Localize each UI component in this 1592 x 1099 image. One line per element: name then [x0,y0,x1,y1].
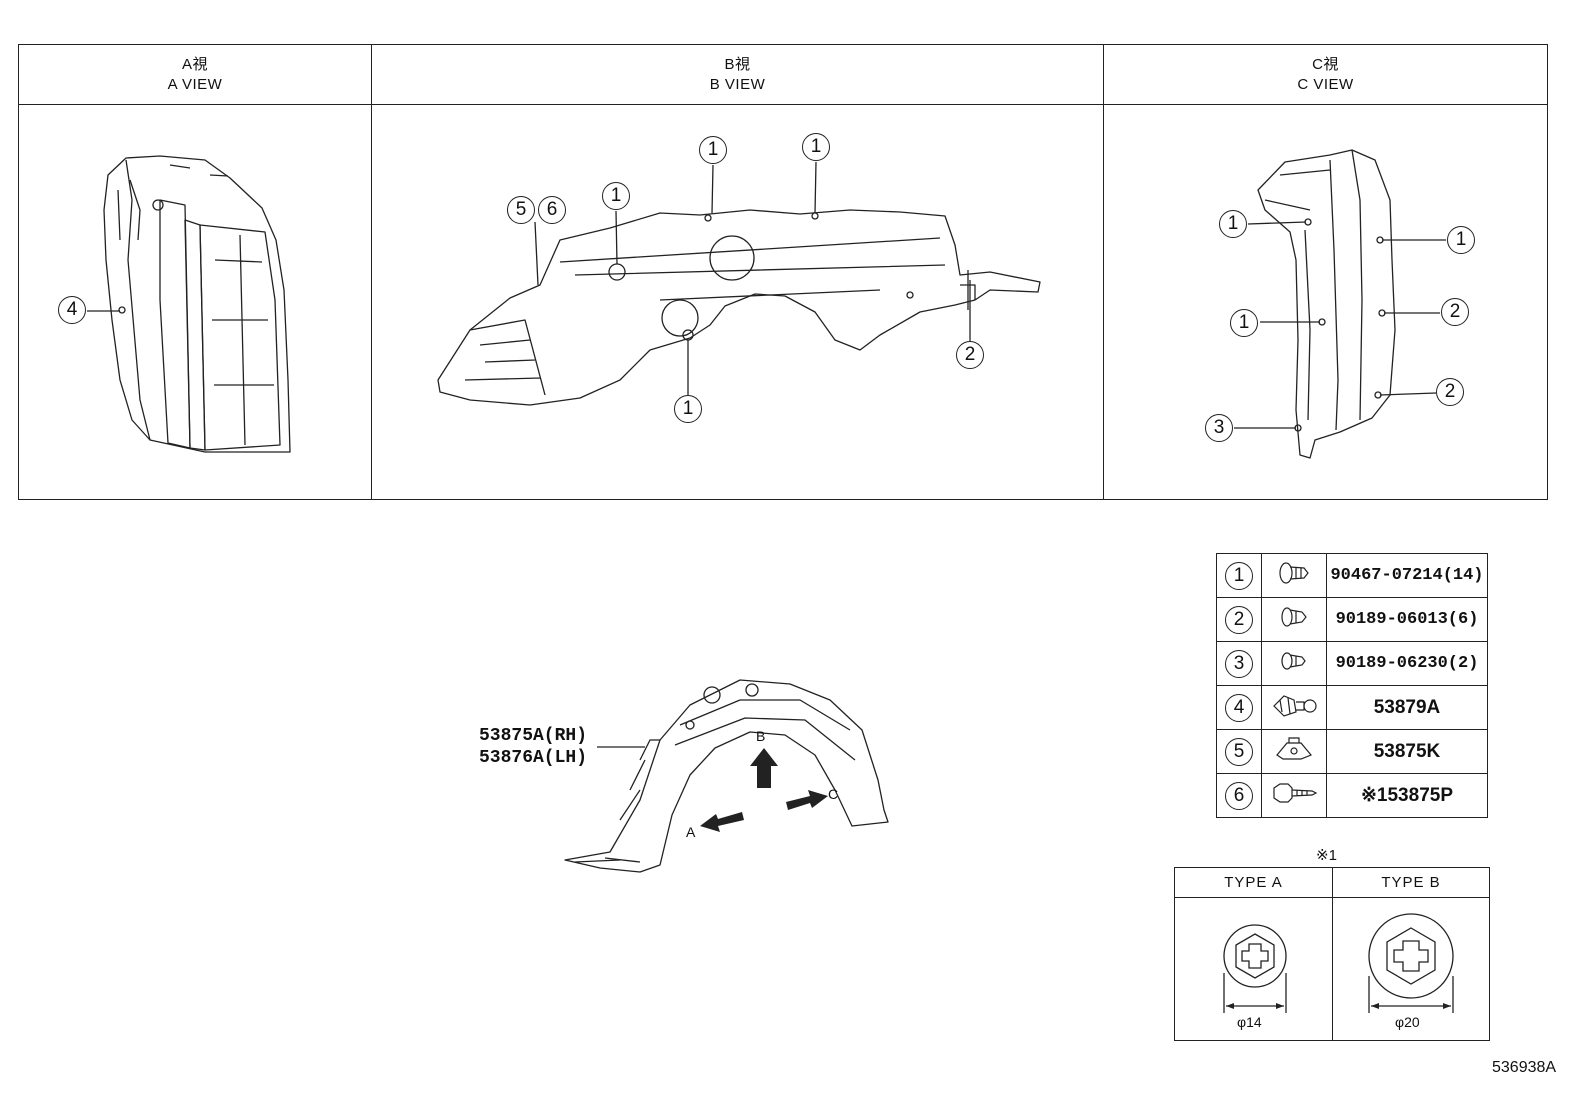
view-a-panel: A視 A VIEW [19,45,371,499]
legend-row: 6 ※153875P [1216,773,1488,818]
leader-lines [87,161,1446,748]
main-part-label: 53875A(RH) 53876A(LH) [479,725,587,769]
legend-row: 5 53875K [1216,729,1488,774]
legend-part-number: 90467-07214(14) [1326,553,1488,598]
callout-4-view-a: 4 [58,296,86,324]
arrow-c [786,790,828,810]
type-divider [1332,898,1333,1040]
fastener-legend-table: 1 90467-07214(14) 2 90189-06013(6) 3 901… [1216,553,1488,818]
legend-row: 3 90189-06230(2) [1216,641,1488,686]
legend-num: 5 [1225,737,1253,766]
callout-1-view-b-c: 1 [602,182,630,210]
callout-1-view-b-a: 1 [699,136,727,164]
screw-type-table: TYPE A TYPE B [1174,867,1490,1041]
view-a-header: A視 A VIEW [19,45,371,105]
legend-row: 1 90467-07214(14) [1216,553,1488,598]
legend-part-number: ※153875P [1326,773,1488,818]
view-b-title-jp: B視 [724,56,751,73]
figure-id: 536938A [1492,1059,1557,1076]
callout-1-view-c-c: 1 [1230,309,1258,337]
screw-type-drawing [1223,913,1454,1013]
legend-row: 4 53879A [1216,685,1488,730]
legend-part-number: 53879A [1326,685,1488,730]
view-c-liner-drawing [1257,149,1396,459]
arrow-a-label: A [686,824,696,840]
callout-6-view-b: 6 [538,196,566,224]
callout-2-view-b: 2 [956,341,984,369]
type-b-screw-head-icon [1368,913,1454,1013]
type-a-header: TYPE A [1175,868,1333,898]
type-b-header: TYPE B [1333,868,1489,898]
view-c-header: C視 C VIEW [1104,45,1547,105]
callout-1-view-b-b: 1 [802,133,830,161]
legend-num: 2 [1225,605,1253,634]
direction-arrows [700,748,828,832]
callout-3-view-c: 3 [1205,414,1233,442]
main-liner-drawing [564,679,889,873]
clip-icon [1281,652,1306,670]
nut-clip-icon [1276,737,1312,760]
push-rivet-icon [1279,562,1309,584]
callout-1-view-b-d: 1 [674,395,702,423]
legend-num: 4 [1225,693,1253,722]
callout-5-view-b: 5 [507,196,535,224]
view-a-title-jp: A視 [181,56,208,73]
view-c-panel: C視 C VIEW [1103,45,1547,499]
view-panels: A視 A VIEW B視 B VIEW C視 C VIEW [18,44,1548,500]
legend-num: 1 [1225,561,1253,590]
arrow-b-label: B [756,728,766,744]
arrow-c-label: C [828,786,839,802]
view-b-liner-drawing [437,209,1041,406]
retainer-screw-icon [1273,695,1317,717]
part-number-lh: 53876A(LH) [479,748,588,768]
view-a-liner-drawing [103,155,291,453]
legend-num: 3 [1225,649,1253,678]
callout-1-view-c-b: 1 [1447,226,1475,254]
type-a-screw-head-icon [1223,924,1287,1013]
legend-num: 6 [1225,781,1253,810]
legend-part-number: 90189-06013(6) [1326,597,1488,642]
view-c-title-jp: C視 [1312,56,1339,73]
view-b-title-en: B VIEW [709,76,766,93]
view-b-header: B視 B VIEW [372,45,1103,105]
view-b-panel: B視 B VIEW [371,45,1103,499]
type-a-diameter: φ14 [1237,1014,1262,1030]
callout-2-view-c-a: 2 [1441,298,1469,326]
screw-icon [1273,783,1318,803]
note-mark: ※1 [1316,847,1337,864]
callout-2-view-c-b: 2 [1436,378,1464,406]
legend-part-number: 53875K [1326,729,1488,774]
legend-row: 2 90189-06013(6) [1216,597,1488,642]
callout-1-view-c-a: 1 [1219,210,1247,238]
legend-part-number: 90189-06230(2) [1326,641,1488,686]
clip-icon [1281,607,1307,627]
part-number-rh: 53875A(RH) [479,726,588,746]
view-c-title-en: C VIEW [1297,76,1354,93]
arrow-b [750,748,778,788]
type-b-diameter: φ20 [1395,1014,1420,1030]
arrow-a [700,812,744,832]
view-a-title-en: A VIEW [167,76,223,93]
